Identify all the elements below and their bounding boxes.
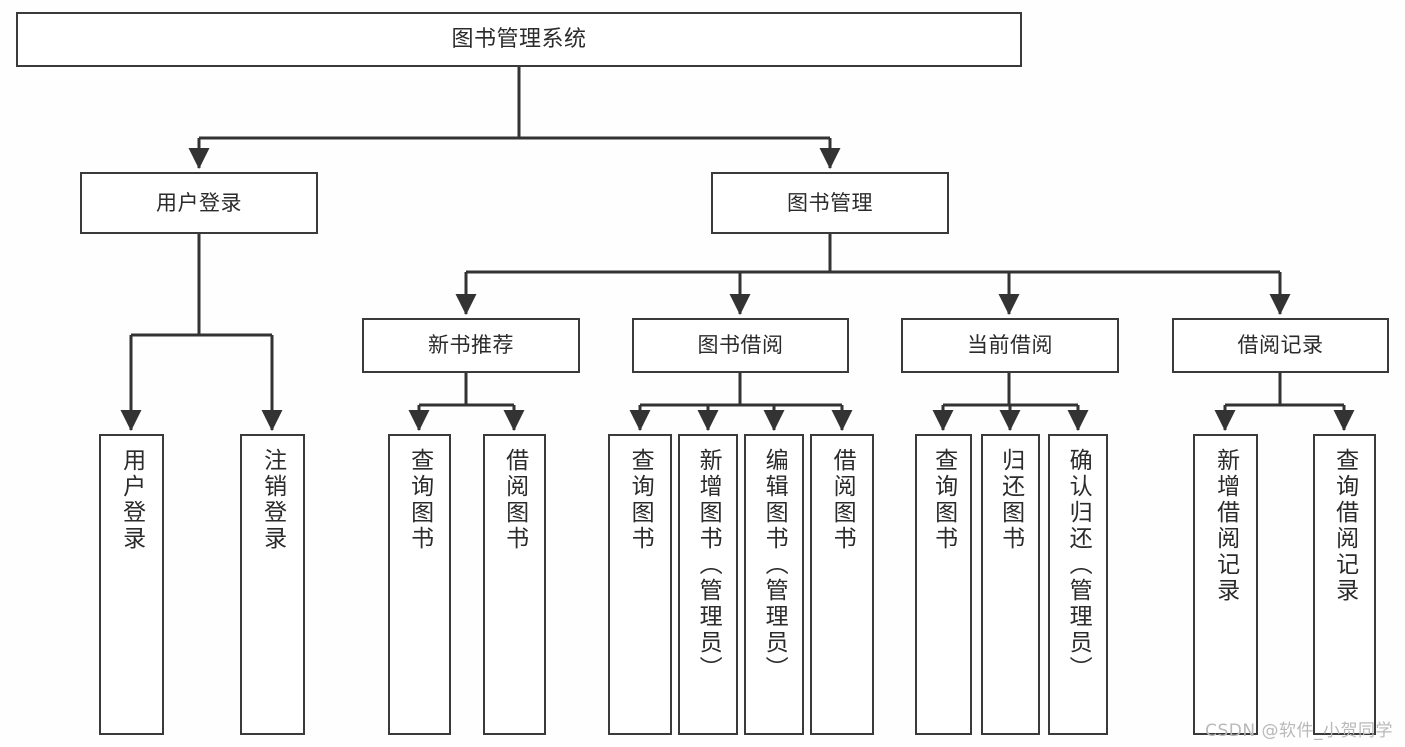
node-label: 查询借阅记录 bbox=[1331, 448, 1358, 604]
node-label: 新增图书（管理员） bbox=[695, 448, 722, 682]
node-label: 新书推荐 bbox=[428, 333, 514, 358]
node-label: 新增借阅记录 bbox=[1212, 448, 1239, 604]
node-new-book-recommend[interactable]: 新书推荐 bbox=[362, 318, 580, 373]
node-label: 确认归还（管理员） bbox=[1065, 448, 1092, 682]
node-label: 借阅图书 bbox=[829, 448, 856, 552]
node-leaf-return-book[interactable]: 归还图书 bbox=[981, 434, 1040, 735]
node-borrow-record[interactable]: 借阅记录 bbox=[1172, 318, 1389, 373]
node-book-manage[interactable]: 图书管理 bbox=[711, 172, 949, 234]
node-leaf-query-borrow-record[interactable]: 查询借阅记录 bbox=[1313, 434, 1376, 735]
node-label: 用户登录 bbox=[156, 190, 242, 215]
node-label: 查询图书 bbox=[406, 448, 433, 552]
node-leaf-borrow-book[interactable]: 借阅图书 bbox=[810, 434, 874, 735]
node-label: 编辑图书（管理员） bbox=[761, 448, 788, 682]
node-leaf-borrow-book-newbook[interactable]: 借阅图书 bbox=[483, 434, 546, 735]
node-root-system[interactable]: 图书管理系统 bbox=[16, 12, 1022, 67]
node-label: 查询图书 bbox=[930, 448, 957, 552]
node-label: 图书管理 bbox=[787, 190, 873, 215]
node-leaf-add-book[interactable]: 新增图书（管理员） bbox=[678, 434, 738, 735]
csdn-watermark: CSDN @软件_小贺同学 bbox=[1205, 721, 1393, 741]
node-leaf-query-book-borrow[interactable]: 查询图书 bbox=[608, 434, 672, 735]
node-leaf-query-book-current[interactable]: 查询图书 bbox=[915, 434, 972, 735]
node-leaf-edit-book[interactable]: 编辑图书（管理员） bbox=[744, 434, 804, 735]
node-current-borrow[interactable]: 当前借阅 bbox=[901, 318, 1119, 373]
node-leaf-confirm-return[interactable]: 确认归还（管理员） bbox=[1048, 434, 1108, 735]
node-label: 当前借阅 bbox=[967, 333, 1053, 358]
node-leaf-add-borrow-record[interactable]: 新增借阅记录 bbox=[1193, 434, 1258, 735]
node-leaf-user-login[interactable]: 用户登录 bbox=[99, 434, 164, 735]
node-label: 注销登录 bbox=[259, 448, 286, 552]
node-label: 借阅记录 bbox=[1237, 333, 1324, 358]
node-label: 查询图书 bbox=[627, 448, 654, 552]
node-label: 借阅图书 bbox=[501, 448, 528, 552]
node-label: 用户登录 bbox=[118, 448, 145, 552]
node-book-borrow[interactable]: 图书借阅 bbox=[632, 318, 849, 373]
node-label: 图书管理系统 bbox=[451, 26, 587, 52]
node-label: 图书借阅 bbox=[697, 333, 784, 358]
node-label: 归还图书 bbox=[997, 448, 1024, 552]
node-user-login[interactable]: 用户登录 bbox=[80, 172, 318, 234]
node-leaf-user-logout[interactable]: 注销登录 bbox=[240, 434, 305, 735]
node-leaf-query-book-newbook[interactable]: 查询图书 bbox=[388, 434, 451, 735]
